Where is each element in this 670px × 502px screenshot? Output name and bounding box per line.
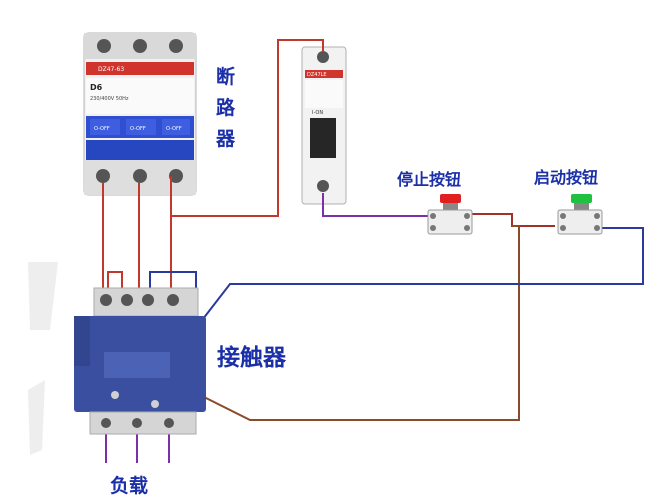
breaker-brand-text: DZ47-63 bbox=[98, 66, 124, 73]
breaker-handle-label-2: O-OFF bbox=[130, 126, 146, 132]
breaker-bottom-screw-2 bbox=[133, 169, 147, 183]
contactor-rivet-2 bbox=[151, 400, 159, 408]
start-button-body bbox=[557, 209, 603, 235]
contactor-top-screw-3 bbox=[142, 294, 154, 306]
contactor-side-mount bbox=[74, 316, 90, 366]
mini-breaker-handle-label: I-ON bbox=[312, 110, 323, 116]
start-button-cap bbox=[571, 194, 592, 203]
start-button bbox=[557, 194, 603, 235]
stop-button-body bbox=[427, 209, 473, 235]
breaker-red-label-strip bbox=[86, 62, 194, 75]
breaker-handle-1 bbox=[90, 119, 120, 135]
background-smudge-left-bottom bbox=[28, 380, 45, 455]
breaker-rating-text: D6 bbox=[90, 83, 103, 92]
contactor-front-panel bbox=[104, 352, 170, 378]
mini-breaker-handle bbox=[310, 118, 336, 158]
breaker-handle-3 bbox=[162, 119, 190, 135]
breaker-screw-3 bbox=[169, 39, 183, 53]
stop-button-stem bbox=[443, 203, 458, 212]
breaker-lower-blue bbox=[86, 140, 194, 160]
breaker-spec-text: 230/400V 50Hz bbox=[90, 96, 129, 102]
wire-to-stop-button bbox=[322, 193, 432, 217]
stop-button-terminal-1 bbox=[430, 213, 436, 219]
single-pole-breaker: DZ47LE I-ON bbox=[301, 46, 347, 205]
stop-button-label: 停止按钮 bbox=[397, 170, 462, 189]
mini-breaker-red-strip bbox=[305, 70, 343, 78]
mini-breaker-bottom-screw bbox=[317, 180, 329, 192]
start-button-terminal-1 bbox=[560, 213, 566, 219]
breaker-bottom-screw-3 bbox=[169, 169, 183, 183]
stop-button-terminal-4 bbox=[464, 225, 470, 231]
wire-red-jumper bbox=[107, 271, 123, 296]
breaker-handle-label-1: O-OFF bbox=[94, 126, 110, 132]
start-button-stem bbox=[574, 203, 589, 212]
stop-button-terminal-2 bbox=[464, 213, 470, 219]
background-smudge-left bbox=[28, 262, 58, 330]
wire-to-coil bbox=[203, 225, 520, 421]
start-button-terminal-2 bbox=[594, 213, 600, 219]
contactor-bottom-screw-1 bbox=[101, 418, 111, 428]
breaker-spec-plate bbox=[86, 78, 194, 114]
contactor-bottom-screw-3 bbox=[164, 418, 174, 428]
wire-control-feed bbox=[170, 39, 324, 217]
stop-button bbox=[427, 194, 473, 235]
contactor bbox=[74, 287, 206, 435]
breaker-screw-2 bbox=[133, 39, 147, 53]
stop-button-terminal-3 bbox=[430, 225, 436, 231]
breaker-handle-label-3: O-OFF bbox=[166, 126, 182, 132]
breaker-bottom-screw-1 bbox=[96, 169, 110, 183]
contactor-top-screw-4 bbox=[167, 294, 179, 306]
start-button-terminal-3 bbox=[560, 225, 566, 231]
contactor-rivet-1 bbox=[111, 391, 119, 399]
mini-breaker-brand: DZ47LE bbox=[307, 72, 327, 78]
start-button-terminal-4 bbox=[594, 225, 600, 231]
load-label: 负载 bbox=[110, 475, 149, 497]
wire-start-return bbox=[195, 227, 644, 329]
mini-breaker-spec-plate bbox=[305, 80, 343, 108]
contactor-bottom-screw-2 bbox=[132, 418, 142, 428]
contactor-top-screw-1 bbox=[100, 294, 112, 306]
mini-breaker-top-screw bbox=[317, 51, 329, 63]
breaker-label: 断路器 bbox=[216, 66, 236, 150]
contactor-top-screw-2 bbox=[121, 294, 133, 306]
breaker-handle-2 bbox=[126, 119, 156, 135]
stop-button-cap bbox=[440, 194, 461, 203]
contactor-bottom-terminals bbox=[89, 411, 197, 435]
breaker-screw-1 bbox=[97, 39, 111, 53]
wire-stop-to-start bbox=[465, 213, 555, 227]
three-pole-breaker: DZ47-63 D6 230/400V 50Hz O-OFF O-OFF O-O… bbox=[83, 32, 197, 196]
contactor-label: 接触器 bbox=[217, 345, 286, 371]
start-button-label: 启动按钮 bbox=[534, 168, 599, 187]
